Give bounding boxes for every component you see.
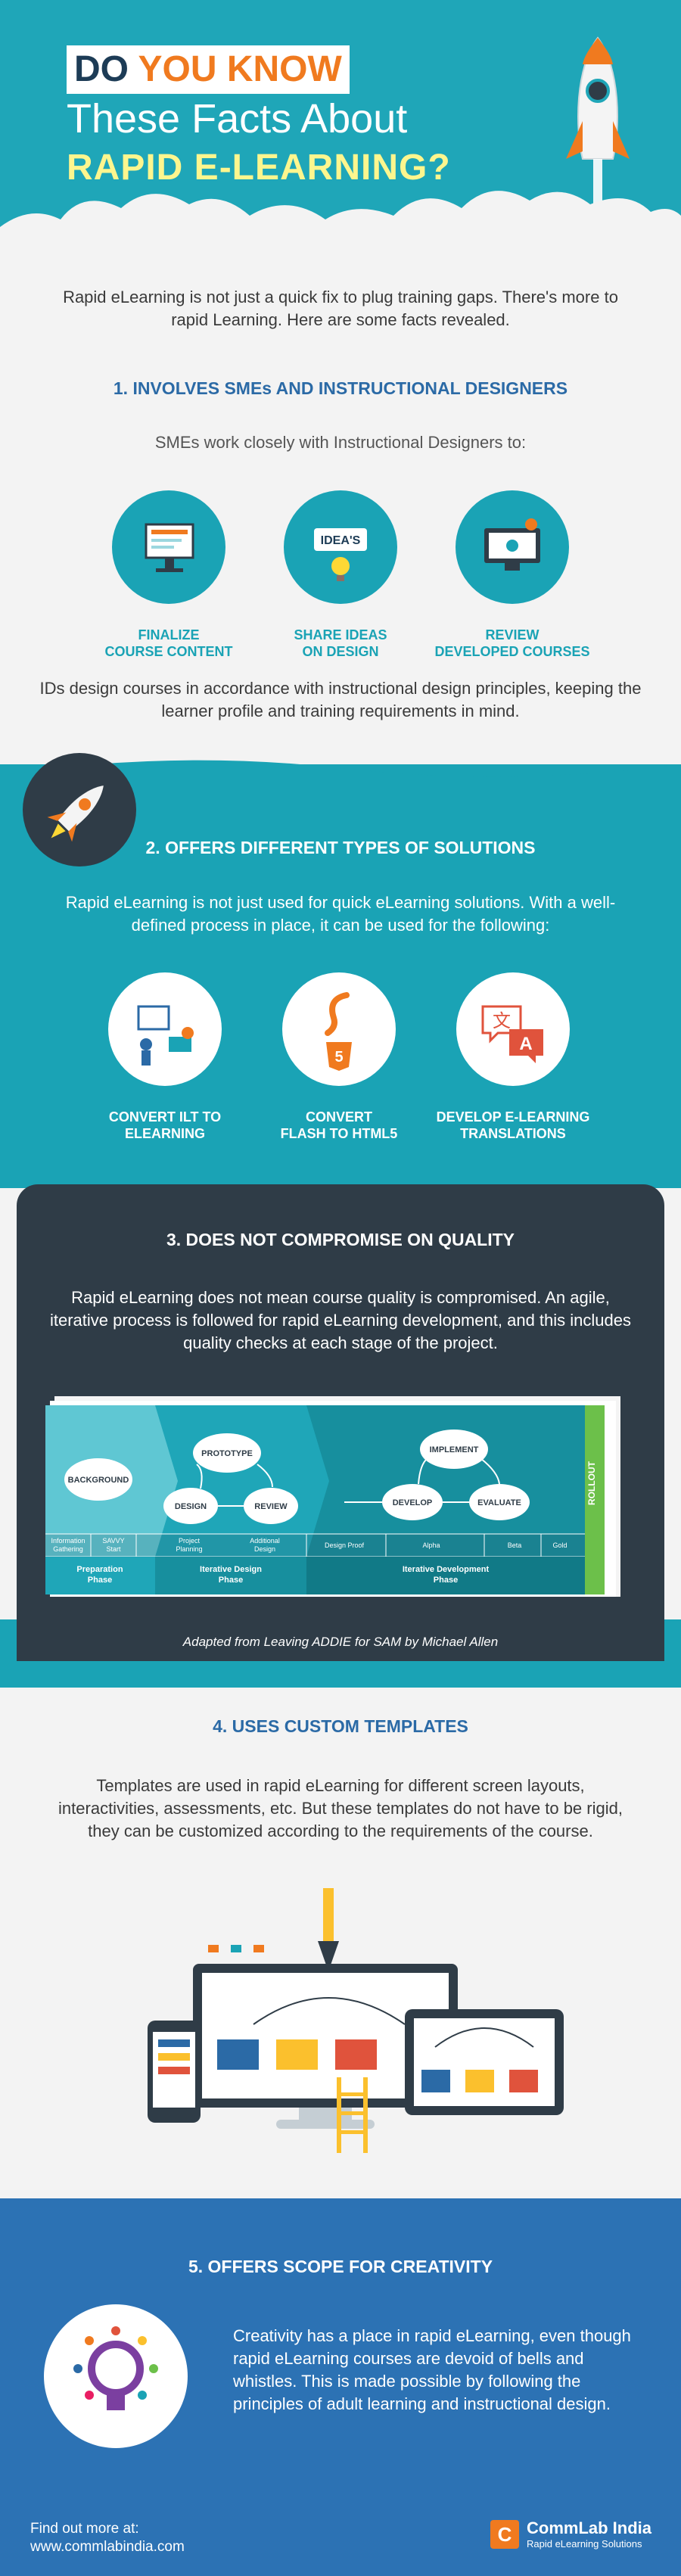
ideas-icon-text: IDEA'S [321,534,361,547]
commlab-logo-icon: C [490,2520,519,2549]
item-translation-caption: DEVELOP E-LEARNING TRANSLATIONS [422,1109,604,1142]
svg-text:文: 文 [493,1011,511,1031]
custom-templates-illustration [148,1888,564,2153]
find-more-block: Find out more at: www.commlabindia.com [30,2520,185,2556]
section2-title: 2. OFFERS DIFFERENT TYPES OF SOLUTIONS [145,838,536,857]
item-finalize-line2: COURSE CONTENT [104,644,233,659]
svg-text:5: 5 [334,1049,343,1066]
item-flash-line1: CONVERT [305,1109,372,1125]
item-ilt-caption: CONVERT ILT TO ELEARNING [74,1109,256,1142]
header-line3: RAPID E-LEARNING? [67,148,451,188]
sam-process-diagram: ROLLOUT BACKGROUND PROTOTYPE DESIGN REVI… [45,1396,620,1597]
flash-to-html5-icon: 5 [282,972,396,1086]
brand-name: CommLab India [527,2518,652,2537]
creativity-bulb-icon [44,2304,188,2448]
share-ideas-icon: IDEA'S [284,490,397,604]
design-node: DESIGN [175,1502,207,1511]
intro-text: Rapid eLearning is not just a quick fix … [63,288,618,329]
section4-text: Templates are used in rapid eLearning fo… [58,1776,623,1840]
item-share-line1: SHARE IDEAS [294,627,387,642]
header-tag-part2: YOU KNOW [138,49,342,89]
header-banner: DO YOU KNOW These Facts About RAPID E-LE… [0,0,681,250]
item-translation-line2: TRANSLATIONS [460,1126,566,1141]
svg-text:A: A [519,1034,532,1054]
header-tag: DO YOU KNOW [67,45,350,94]
translations-icon: 文 A [456,972,570,1086]
item-ilt-line1: CONVERT ILT TO [108,1109,222,1125]
header-tag-part1: DO [74,49,138,89]
convert-ilt-icon [108,972,222,1086]
section3-caption: Adapted from Leaving ADDIE for SAM by Mi… [182,1635,499,1649]
item-finalize-caption: FINALIZE COURSE CONTENT [78,627,260,660]
item-flash-line2: FLASH TO HTML5 [280,1126,398,1141]
brand-block: CommLab India Rapid eLearning Solutions [527,2518,651,2550]
brand-subtitle: Rapid eLearning Solutions [527,2538,642,2550]
rollout-label: ROLLOUT [586,1461,597,1505]
finalize-content-icon [112,490,225,604]
item-translation-line1: DEVELOP E-LEARNING [436,1109,590,1125]
step-beta: Beta [508,1542,522,1549]
item-share-caption: SHARE IDEAS ON DESIGN [250,627,431,660]
step-gold: Gold [552,1542,567,1549]
evaluate-node: EVALUATE [477,1498,521,1507]
step-alpha: Alpha [422,1542,440,1549]
section4-title: 4. USES CUSTOM TEMPLATES [213,1716,468,1736]
item-review-line1: REVIEW [485,627,540,642]
item-finalize-line1: FINALIZE [138,627,200,642]
item-flash-caption: CONVERT FLASH TO HTML5 [248,1109,430,1142]
header-line2: These Facts About [67,96,408,142]
section2-wave [0,760,681,795]
prototype-node: PROTOTYPE [201,1449,253,1458]
website-link[interactable]: www.commlabindia.com [30,2539,185,2555]
section1-title: 1. INVOLVES SMEs AND INSTRUCTIONAL DESIG… [113,378,568,398]
clouds-decoration [0,191,681,250]
item-ilt-line2: ELEARNING [124,1126,205,1141]
section1-footer-text: IDs design courses in accordance with in… [39,679,642,720]
section3-title: 3. DOES NOT COMPROMISE ON QUALITY [166,1230,515,1249]
section2-text: Rapid eLearning is not just used for qui… [65,893,616,935]
section1-subtitle: SMEs work closely with Instructional Des… [154,433,527,452]
develop-node: DEVELOP [393,1498,433,1507]
review-node: REVIEW [254,1502,288,1511]
section5-title: 5. OFFERS SCOPE FOR CREATIVITY [188,2257,493,2276]
item-review-line2: DEVELOPED COURSES [434,644,590,659]
item-review-caption: REVIEW DEVELOPED COURSES [421,627,603,660]
item-share-line2: ON DESIGN [302,644,379,659]
step-design-proof: Design Proof [325,1542,365,1549]
rocket-badge-icon [23,753,136,866]
implement-node: IMPLEMENT [430,1445,479,1454]
review-course-icon [456,490,569,604]
section5-text: Creativity has a place in rapid eLearnin… [233,2326,631,2413]
find-more-label: Find out more at: [30,2521,139,2537]
background-node: BACKGROUND [68,1476,129,1485]
section3-text: Rapid eLearning does not mean course qua… [50,1288,631,1352]
